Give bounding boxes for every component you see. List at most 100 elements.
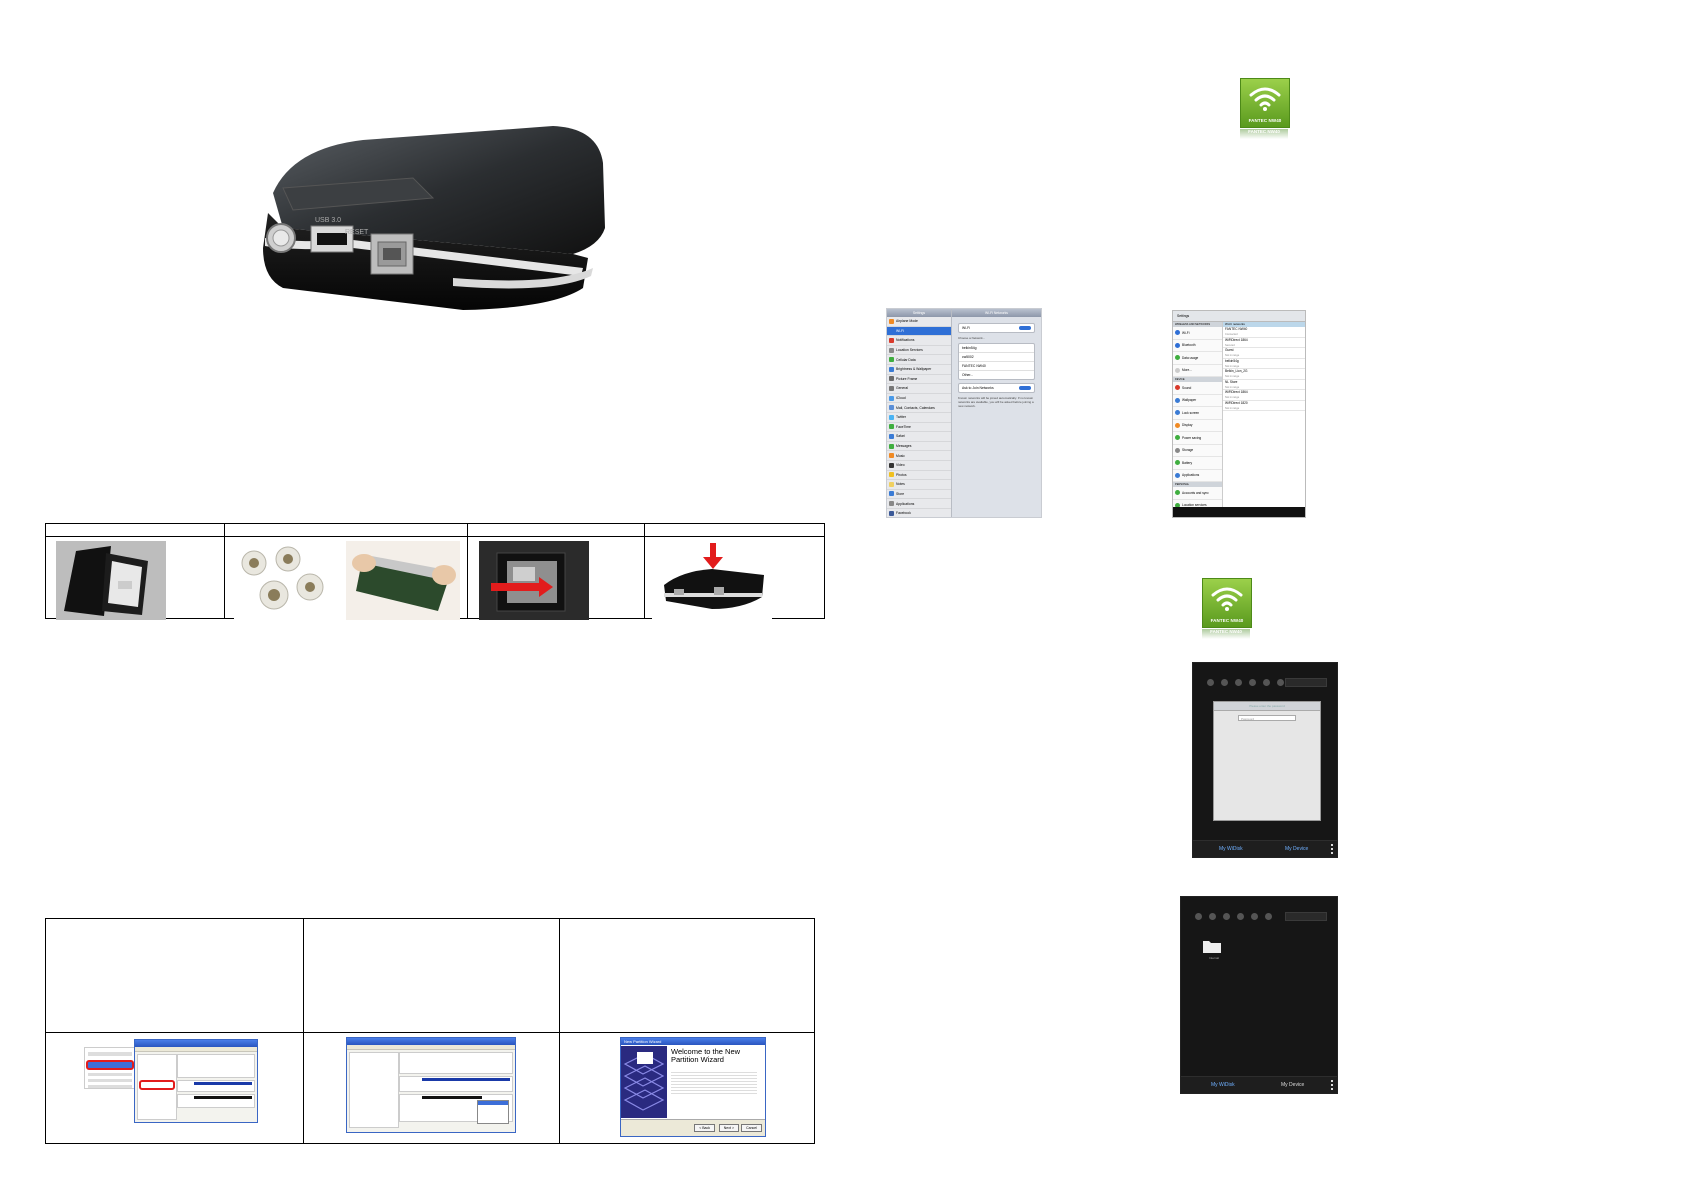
settings-item-icon <box>1175 397 1180 403</box>
android-network-status: Not in range <box>1225 406 1240 410</box>
android-settings-item[interactable]: More... <box>1173 365 1222 377</box>
android-settings-item-label: Display <box>1182 423 1193 428</box>
ipad-settings-item[interactable]: Music <box>887 451 951 461</box>
android-wifi-list-header: Wi-Fi networks <box>1223 322 1305 327</box>
ipad-settings-item[interactable]: Location Services <box>887 346 951 356</box>
ipad-settings-item-label: Video <box>896 463 905 468</box>
ipad-network-row[interactable]: cw5002 <box>959 353 1034 362</box>
overflow-menu-icon[interactable] <box>1331 844 1333 854</box>
android-settings-item-label: More... <box>1182 368 1192 373</box>
android-settings-item-label: Location services <box>1182 503 1207 508</box>
ipad-network-row[interactable]: FANTEC NW40 <box>959 362 1034 371</box>
tab-my-widisk[interactable]: My WiDisk <box>1219 846 1243 852</box>
settings-item-icon <box>1175 367 1180 373</box>
ipad-settings-item[interactable]: Notes <box>887 480 951 490</box>
ipad-settings-item[interactable]: Video <box>887 461 951 471</box>
wifi-icon: FANTEC NW40 <box>1240 78 1290 128</box>
tab-my-device[interactable]: My Device <box>1285 846 1309 852</box>
tab-my-device[interactable]: My Device <box>1281 1082 1305 1088</box>
ask-to-join-toggle[interactable] <box>1019 386 1031 390</box>
android-settings-item[interactable]: Power saving <box>1173 432 1222 445</box>
ipad-network-row[interactable]: Other... <box>959 371 1034 379</box>
wizard-cancel-button[interactable]: Cancel <box>741 1124 762 1132</box>
ipad-network-name: FANTEC NW40 <box>962 364 986 368</box>
settings-item-icon <box>1175 490 1180 496</box>
android-settings-item[interactable]: Data usage <box>1173 352 1222 365</box>
ipad-settings-item[interactable]: Applications <box>887 499 951 509</box>
wizard-next-button[interactable]: Next > <box>718 1124 739 1132</box>
ipad-settings-item[interactable]: Messages <box>887 442 951 452</box>
android-settings-item[interactable]: Lock screen <box>1173 407 1222 420</box>
ipad-settings-item-label: Wi-Fi <box>896 328 904 333</box>
wifi-toggle[interactable] <box>1019 326 1031 330</box>
settings-item-icon <box>889 395 894 401</box>
android-network-status: Not in range <box>1225 364 1240 368</box>
wizard-back-button[interactable]: < Back <box>694 1124 715 1132</box>
wifi-icon: FANTEC NW40 <box>1202 578 1252 628</box>
ipad-network-row[interactable]: belkin54g <box>959 344 1034 353</box>
ipad-settings-item[interactable]: FaceTime <box>887 423 951 433</box>
tab-my-widisk[interactable]: My WiDisk <box>1211 1082 1235 1088</box>
android-settings-item[interactable]: Bluetooth <box>1173 340 1222 352</box>
ipad-settings-item[interactable]: General <box>887 384 951 394</box>
app-password-screen: Please enter the password Password My Wi… <box>1192 662 1338 858</box>
ipad-settings-item[interactable]: Picture Frame <box>887 375 951 385</box>
ipad-settings-item-label: Store <box>896 491 905 496</box>
choose-network-label: Choose a Network... <box>958 336 986 340</box>
android-settings-item[interactable]: Battery <box>1173 457 1222 470</box>
android-menu-section: DEVICE <box>1173 377 1222 382</box>
folder-icon[interactable]: Internal <box>1203 939 1221 960</box>
ask-to-join-label: Ask to Join Networks <box>962 386 994 390</box>
ipad-settings-item-label: Airplane Mode <box>896 319 918 324</box>
android-settings-item[interactable]: Wi-Fi <box>1173 327 1222 340</box>
overflow-menu-icon[interactable] <box>1331 1080 1333 1090</box>
android-settings-item[interactable]: Display <box>1173 420 1222 432</box>
ipad-settings-item[interactable]: Safari <box>887 432 951 442</box>
app-icon-label: FANTEC NW40 <box>1248 118 1282 123</box>
android-settings-item[interactable]: Accounts and sync <box>1173 487 1222 500</box>
android-network-status: Secured <box>1225 343 1235 347</box>
ipad-wifi-title: Wi-Fi Networks <box>952 309 1041 317</box>
ipad-settings-item[interactable]: Airplane Mode <box>887 317 951 327</box>
settings-item-icon <box>1175 447 1180 453</box>
ipad-settings-item[interactable]: Cellular Data <box>887 355 951 365</box>
android-settings-item[interactable]: Sound <box>1173 382 1222 395</box>
ipad-settings-item[interactable]: iCloud <box>887 394 951 404</box>
password-input[interactable]: Password <box>1238 715 1296 721</box>
password-dialog-title: Please enter the password <box>1214 702 1320 711</box>
android-network-status: Not in range <box>1225 354 1240 357</box>
ipad-settings-item[interactable]: Store <box>887 490 951 500</box>
android-settings-item[interactable]: Storage <box>1173 445 1222 457</box>
ipad-settings-item[interactable]: Twitter <box>887 413 951 423</box>
ipad-settings-item[interactable]: Mail, Contacts, Calendars <box>887 403 951 413</box>
fantec-app-icon[interactable]: FANTEC NW40 FANTEC NW40 <box>1240 78 1290 139</box>
android-network-status: Not in range <box>1225 385 1240 389</box>
ipad-settings-item[interactable]: Facebook <box>887 509 951 517</box>
step-close-case-photo <box>652 541 772 620</box>
settings-item-icon <box>1175 342 1180 348</box>
search-input[interactable] <box>1285 912 1327 921</box>
settings-item-icon <box>889 385 894 391</box>
android-settings-item[interactable]: Applications <box>1173 470 1222 482</box>
android-settings-item-label: Power saving <box>1182 435 1202 440</box>
search-input[interactable] <box>1285 678 1327 687</box>
ipad-settings-item[interactable]: Brightness & Wallpaper <box>887 365 951 375</box>
ipad-settings-item[interactable]: Photos <box>887 471 951 481</box>
ipad-settings-item[interactable]: Wi-Fi <box>887 326 951 337</box>
fantec-app-icon-2[interactable]: FANTEC NW40 FANTEC NW40 <box>1202 578 1252 639</box>
ipad-settings-item[interactable]: Notifications <box>887 336 951 346</box>
settings-item-icon <box>889 376 894 382</box>
reset-port-label: RESET <box>345 229 369 236</box>
android-settings-item-label: Bluetooth <box>1182 343 1196 348</box>
android-settings-item[interactable]: Wallpaper <box>1173 395 1222 407</box>
